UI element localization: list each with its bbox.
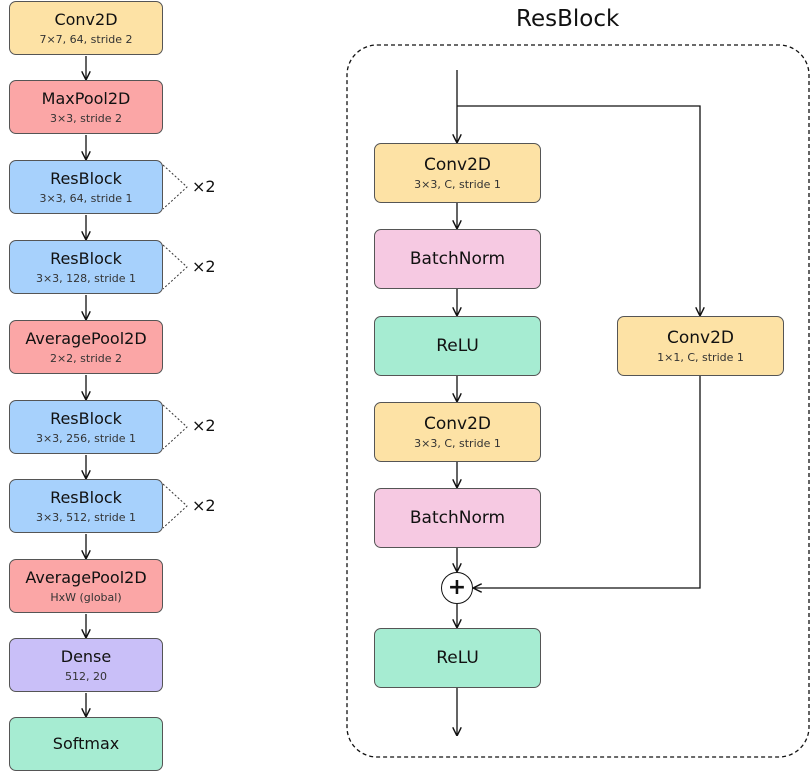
- repeat-bracket: [162, 244, 188, 290]
- global-averagepool2d-block: AveragePool2D HxW (global): [9, 559, 163, 613]
- resblock-conv2d-2: Conv2D 3×3, C, stride 1: [374, 402, 541, 462]
- block-params: 3×3, 64, stride 1: [39, 191, 133, 205]
- dense-block: Dense 512, 20: [9, 638, 163, 692]
- resblock-batchnorm-1: BatchNorm: [374, 229, 541, 289]
- repeat-label: ×2: [192, 416, 216, 435]
- block-title: ReLU: [436, 336, 479, 356]
- block-params: HxW (global): [50, 590, 122, 604]
- block-title: Conv2D: [423, 413, 491, 434]
- repeat-brackets: [162, 164, 188, 529]
- block-params: 3×3, 128, stride 1: [35, 271, 137, 285]
- block-title: ResBlock: [50, 168, 122, 188]
- block-title: Conv2D: [54, 9, 118, 29]
- resblock-batchnorm-2: BatchNorm: [374, 488, 541, 548]
- repeat-bracket: [162, 164, 188, 210]
- block-title: Softmax: [52, 734, 120, 753]
- resblock-512: ResBlock 3×3, 512, stride 1: [9, 479, 163, 533]
- resblock-heading: ResBlock: [516, 6, 620, 32]
- block-title: AveragePool2D: [25, 328, 147, 348]
- block-title: Conv2D: [423, 154, 491, 175]
- repeat-bracket: [162, 404, 188, 450]
- repeat-label: ×2: [192, 496, 216, 515]
- block-title: ReLU: [436, 648, 479, 668]
- block-params: 7×7, 64, stride 2: [39, 32, 133, 46]
- block-params: 1×1, C, stride 1: [657, 350, 744, 364]
- block-params: 3×3, 256, stride 1: [35, 431, 137, 445]
- averagepool2d-block: AveragePool2D 2×2, stride 2: [9, 320, 163, 374]
- resblock-256: ResBlock 3×3, 256, stride 1: [9, 400, 163, 454]
- block-params: 2×2, stride 2: [49, 351, 123, 365]
- resblock-relu-2: ReLU: [374, 628, 541, 688]
- repeat-bracket: [162, 483, 188, 529]
- conv2d-block: Conv2D 7×7, 64, stride 2: [9, 1, 163, 55]
- block-title: MaxPool2D: [41, 88, 131, 108]
- block-title: Dense: [60, 646, 112, 666]
- maxpool2d-block: MaxPool2D 3×3, stride 2: [9, 80, 163, 134]
- block-title: AveragePool2D: [25, 567, 147, 587]
- add-node: +: [441, 572, 473, 604]
- block-title: BatchNorm: [409, 249, 506, 269]
- block-params: 3×3, 512, stride 1: [35, 510, 137, 524]
- block-params: 3×3, C, stride 1: [414, 436, 501, 450]
- block-params: 3×3, stride 2: [49, 111, 123, 125]
- block-title: BatchNorm: [409, 508, 506, 528]
- softmax-block: Softmax: [9, 717, 163, 771]
- block-title: ResBlock: [50, 408, 122, 428]
- resblock-relu-1: ReLU: [374, 316, 541, 376]
- repeat-label: ×2: [192, 177, 216, 196]
- block-params: 3×3, C, stride 1: [414, 177, 501, 191]
- skip-line: [457, 105, 700, 315]
- resblock-arrows: [457, 70, 700, 735]
- skip-merge-line: [474, 376, 701, 588]
- repeat-label: ×2: [192, 257, 216, 276]
- block-title: ResBlock: [50, 487, 122, 507]
- block-title: Conv2D: [666, 327, 734, 348]
- block-params: 512, 20: [65, 669, 107, 683]
- resblock-conv2d-1: Conv2D 3×3, C, stride 1: [374, 143, 541, 203]
- resblock-128: ResBlock 3×3, 128, stride 1: [9, 240, 163, 294]
- block-title: ResBlock: [50, 248, 122, 268]
- resblock-64: ResBlock 3×3, 64, stride 1: [9, 160, 163, 214]
- resblock-skip-conv2d: Conv2D 1×1, C, stride 1: [617, 316, 784, 376]
